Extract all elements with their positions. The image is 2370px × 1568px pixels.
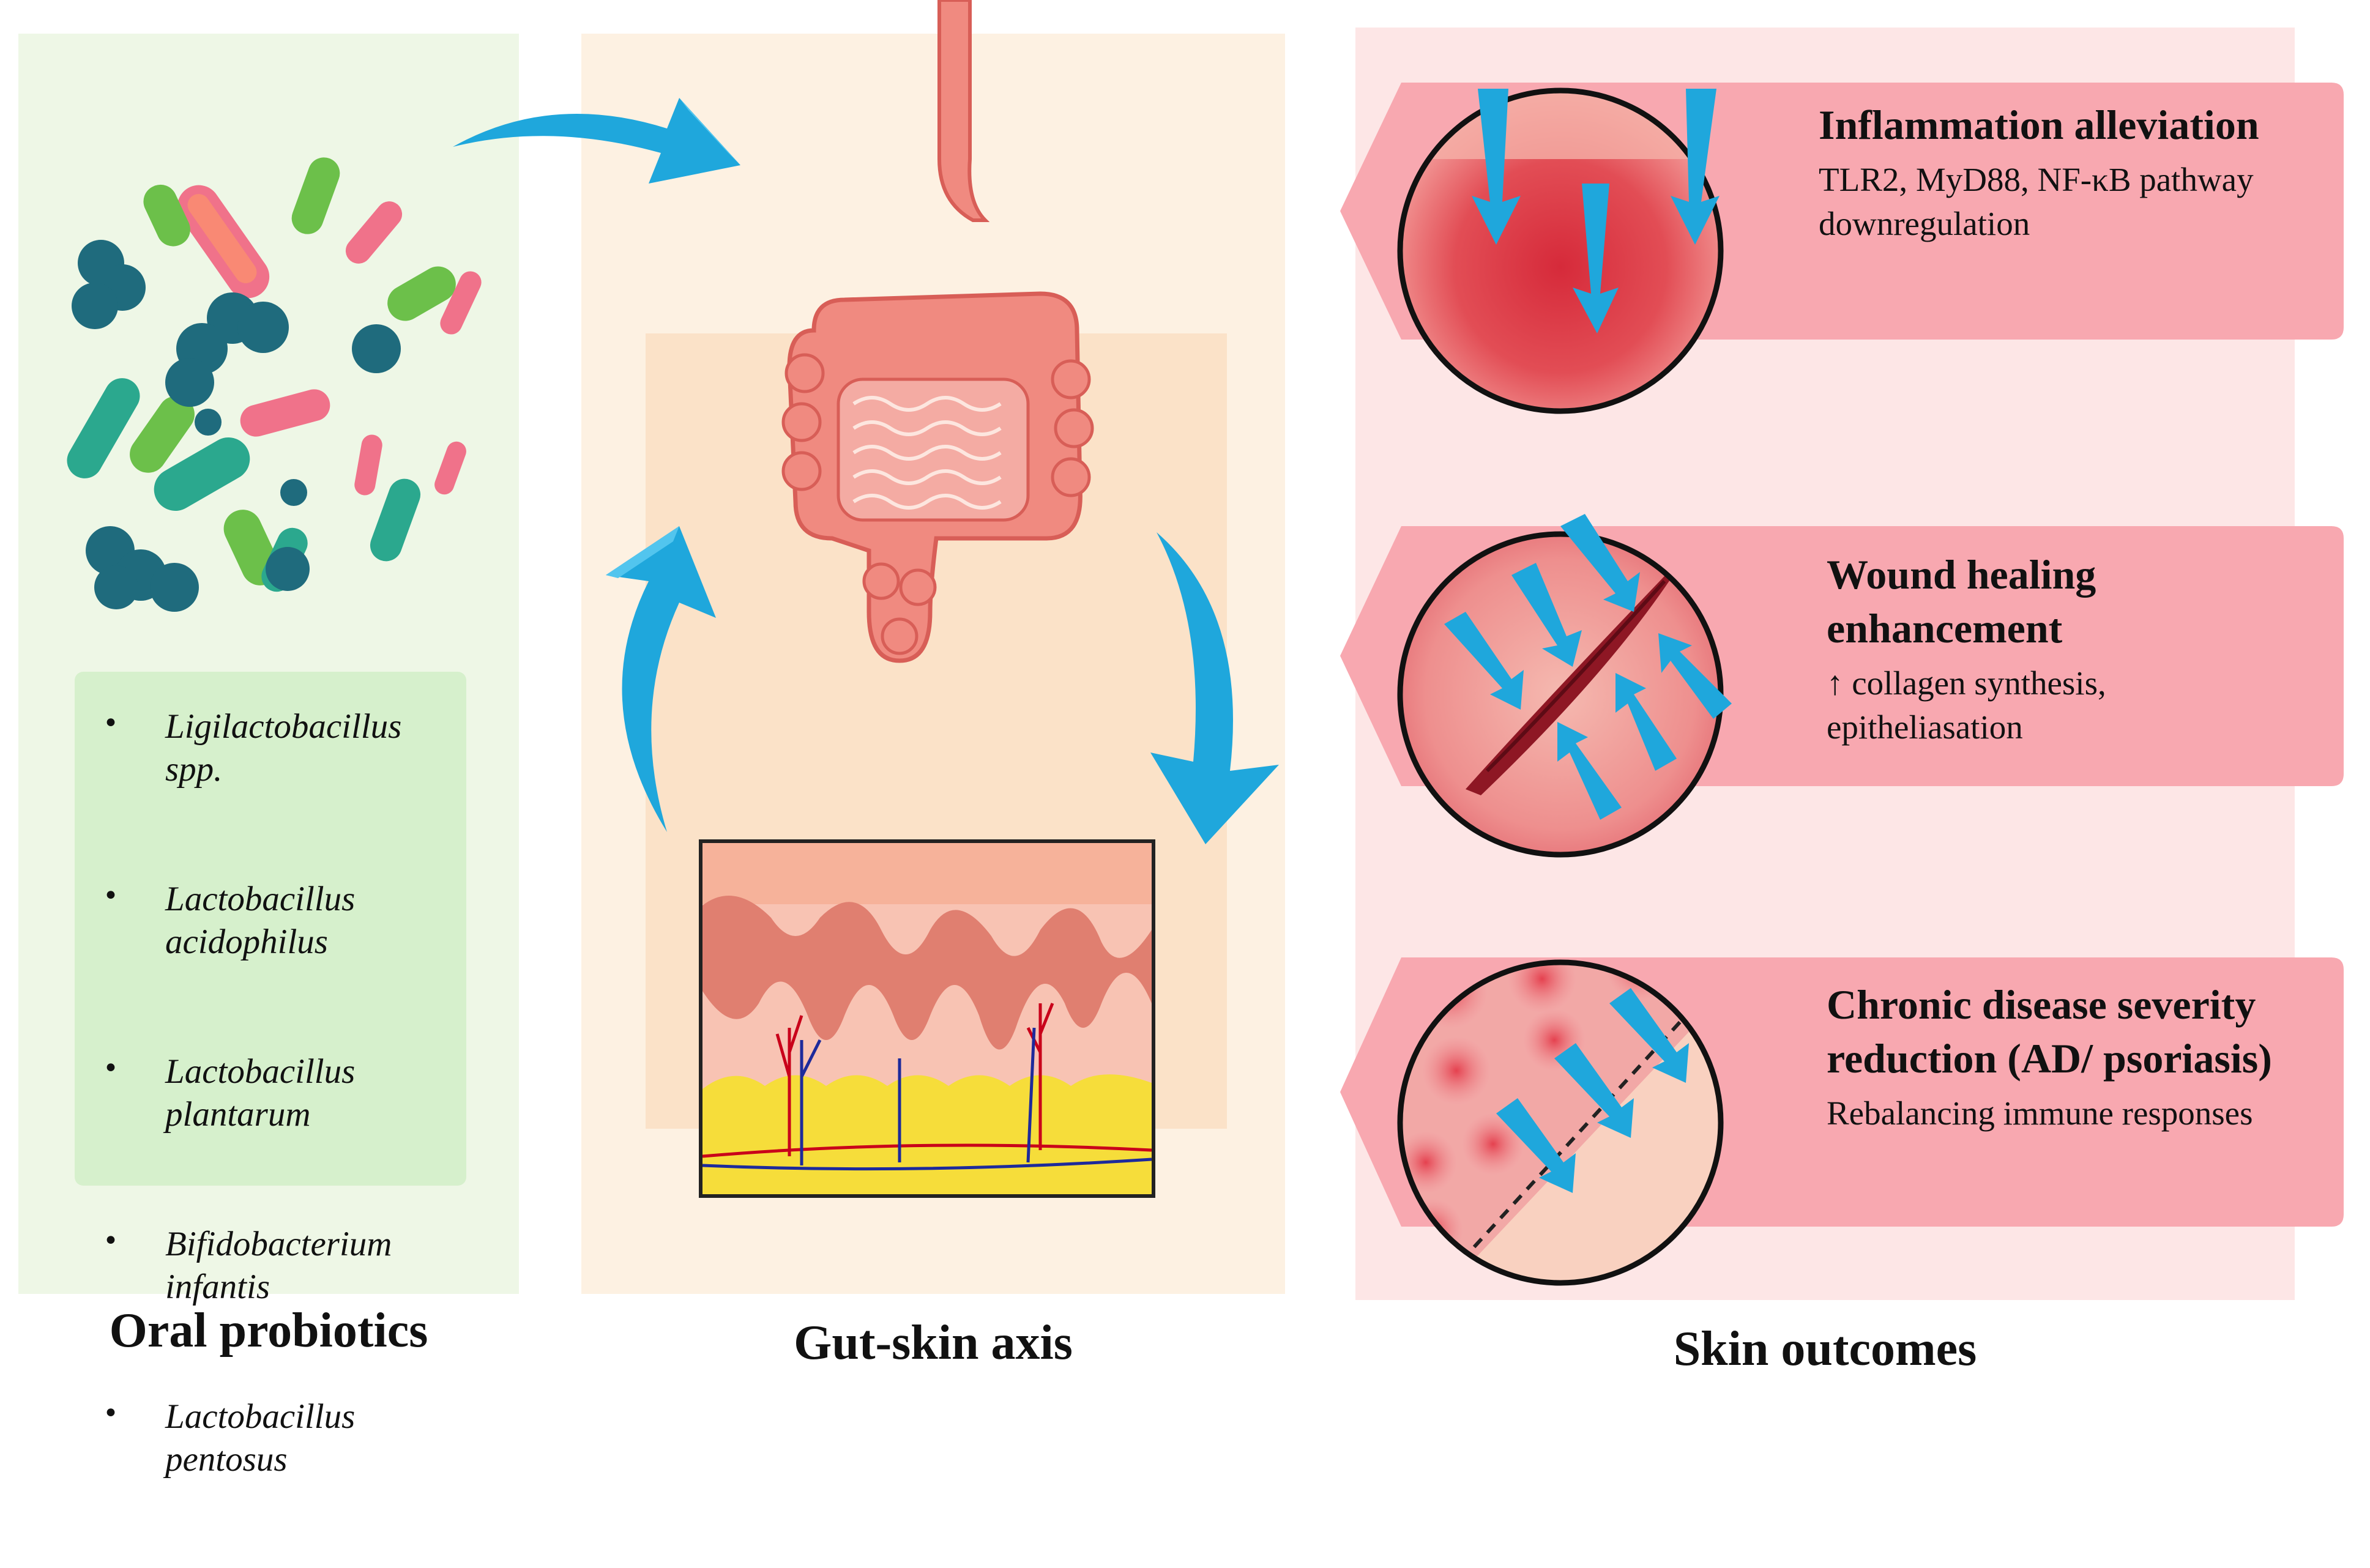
bullet-icon: • <box>103 880 119 912</box>
gut-skin-axis-caption: Gut-skin axis <box>794 1316 1073 1370</box>
species-name: Lactobacillus acidophilus <box>165 880 356 961</box>
list-item: • Lactobacillus acidophilus <box>75 878 466 1050</box>
bullet-icon: • <box>103 708 119 739</box>
downregulation-arrows-icon <box>1472 89 1720 333</box>
species-name: Bifidobacterium infantis <box>165 1225 392 1306</box>
species-name: Lactobacillus plantarum <box>165 1052 356 1134</box>
skin-cross-section-icon <box>699 839 1155 1198</box>
bacteria-cluster-icon <box>67 157 482 612</box>
outcome-chronic-disease: Chronic disease severity reduction (AD/ … <box>1827 978 2328 1135</box>
bullet-icon: • <box>103 1053 119 1084</box>
intestine-icon <box>781 0 1094 663</box>
outcome-title: Inflammation alleviation <box>1819 102 2259 148</box>
list-item: • Lactobacillus plantarum <box>75 1050 466 1223</box>
diagram-artwork <box>67 0 2344 1286</box>
oral-probiotics-caption: Oral probiotics <box>109 1304 428 1358</box>
rebalancing-arrows-icon <box>1496 988 1689 1193</box>
skin-outcomes-caption: Skin outcomes <box>1673 1322 1977 1376</box>
outcome-description: ↑ collagen synthesis, epitheliasation <box>1827 664 2106 746</box>
rod-bacteria-icon <box>67 157 482 592</box>
arrow-probiotics-to-gut-icon <box>453 98 740 184</box>
outcome-description: TLR2, MyD88, NF-κB pathway downregulatio… <box>1819 161 2254 242</box>
wound-skin-circle <box>1397 514 1732 858</box>
list-item: • Lactobacillus pentosus <box>75 1395 466 1568</box>
probiotic-species-list: • Ligilactobacillus spp. • Lactobacillus… <box>75 705 466 1568</box>
list-item: • Bifidobacterium infantis <box>75 1223 466 1395</box>
probiotic-species-box: • Ligilactobacillus spp. • Lactobacillus… <box>75 672 466 1479</box>
arrow-gut-to-skin-icon <box>1150 532 1279 844</box>
arrow-skin-to-gut-icon <box>606 526 716 832</box>
healing-arrows-icon <box>1444 514 1732 820</box>
list-item: • Ligilactobacillus spp. <box>75 705 466 878</box>
outcome-inflammation: Inflammation alleviation TLR2, MyD88, NF… <box>1819 98 2284 246</box>
outcome-title: Wound healing enhancement <box>1827 551 2096 652</box>
bullet-icon: • <box>103 1225 119 1257</box>
outcome-description: Rebalancing immune responses <box>1827 1094 2253 1132</box>
cocci-bacteria-icon <box>72 240 401 612</box>
bullet-icon: • <box>103 1398 119 1429</box>
outcome-wound-healing: Wound healing enhancement ↑ collagen syn… <box>1827 548 2292 749</box>
species-name: Lactobacillus pentosus <box>165 1397 356 1479</box>
species-name: Ligilactobacillus spp. <box>165 707 402 789</box>
outcome-title: Chronic disease severity reduction (AD/ … <box>1827 981 2272 1082</box>
inflammation-skin-circle <box>1397 87 1724 414</box>
